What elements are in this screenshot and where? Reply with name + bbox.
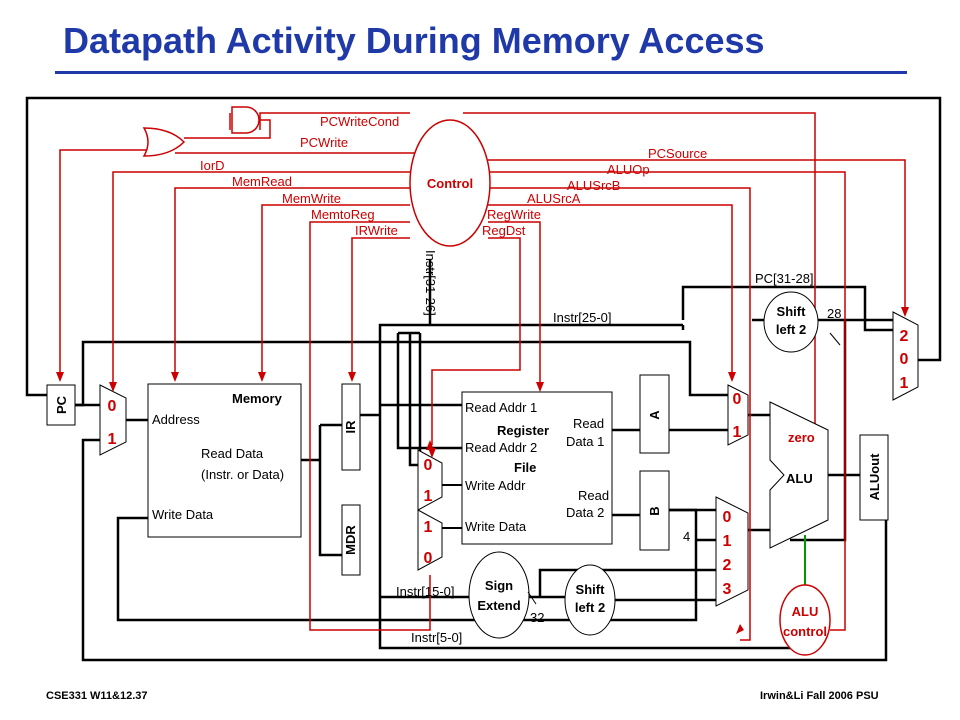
signal-pcwritecond: PCWriteCond [320,114,399,129]
pc-register [46,384,76,426]
mux-alusrca-0: 0 [733,391,742,408]
signal-memread: MemRead [232,174,292,189]
instr-25-0-label: Instr[25-0] [553,310,612,325]
mux-memtoreg-0: 0 [424,550,433,567]
regfile-read-data-1b: Data 1 [566,434,604,449]
mux-memtoreg [417,509,443,571]
regfile-read-data-2b: Data 2 [566,505,604,520]
const-4-label: 4 [683,529,690,544]
pc-label: PC [54,395,69,414]
signal-alusrcb: ALUSrcB [567,178,620,193]
signal-pcsource: PCSource [648,146,707,161]
mux-pcsource [892,311,919,401]
memory-address-port: Address [152,412,200,427]
mux-pcsource-0: 0 [900,351,909,368]
signal-regdst: RegDst [482,223,526,238]
mux-iord-0: 0 [108,398,117,415]
alu-control [779,584,831,656]
shift-top-label-2: left 2 [776,322,806,337]
alu-zero-flag: zero [788,430,815,445]
ir-label: IR [343,420,358,434]
mux-alusrcb-3: 3 [723,581,732,598]
mux-alusrcb-2: 2 [723,557,732,574]
b-register [639,470,670,551]
mux-alusrcb [715,496,749,607]
mdr-register [341,504,361,576]
control-unit [409,119,491,247]
mux-regdst [417,449,443,511]
mux-iord [99,384,127,456]
signal-irwrite: IRWrite [355,223,398,238]
mux-iord-1: 1 [108,431,117,448]
signal-alusrca: ALUSrcA [527,191,581,206]
alu-label: ALU [786,471,813,486]
pc-write-gates [142,106,271,157]
mux-pcsource-2: 2 [900,328,909,345]
mdr-label: MDR [343,525,358,555]
datapath-diagram: Control PCWriteCond PCWrite IorD MemRead… [25,96,942,662]
regfile-title-2: File [514,460,536,475]
signal-memwrite: MemWrite [282,191,341,206]
regfile-write-data: Write Data [465,519,527,534]
aluout-register [859,434,889,521]
control-label: Control [427,176,473,191]
alu-control-label-1: ALU [792,604,819,619]
width-28-label: 28 [827,306,841,321]
footer-left: CSE331 W11&12.37 [46,690,148,702]
memory-read-data-note: (Instr. or Data) [201,467,284,482]
memory-title: Memory [232,391,283,406]
arrowheads [56,307,909,634]
datapath-wires [25,96,942,662]
signal-regwrite: RegWrite [487,207,541,222]
signal-aluop: ALUOp [607,162,650,177]
signal-memtoreg: MemtoReg [311,207,375,222]
mux-alusrca-1: 1 [733,424,742,441]
regfile-title: Register [497,423,549,438]
pc-31-28-label: PC[31-28] [755,271,814,286]
regfile-read-data-2a: Read [578,488,609,503]
a-label: A [647,410,662,420]
memory-read-data-port: Read Data [201,446,264,461]
shift-bottom-label-2: left 2 [575,600,605,615]
mux-alusrcb-1: 1 [723,533,732,550]
mux-pcsource-1: 1 [900,375,909,392]
regfile-read-addr-1: Read Addr 1 [465,400,537,415]
ir-register [341,383,361,471]
title-rule [55,71,907,74]
instr-5-0-label: Instr[5-0] [411,630,462,645]
memory-write-data-port: Write Data [152,507,214,522]
mux-alusrca [727,384,749,446]
shift-left-2-bottom [564,564,616,636]
register-file [461,391,613,545]
shift-bottom-label-1: Shift [576,582,606,597]
sign-extend-label-1: Sign [485,578,513,593]
sign-extend-label-2: Extend [477,598,520,613]
alu [769,401,829,549]
aluout-label: ALUout [867,453,882,501]
b-label: B [647,506,662,515]
alu-control-label-2: control [783,624,827,639]
shift-top-label-1: Shift [777,304,807,319]
width-32-label: 32 [530,610,544,625]
footer-right: Irwin&Li Fall 2006 PSU [760,690,879,702]
shift-left-2-top [763,291,819,353]
signal-iord: IorD [200,158,225,173]
regfile-write-addr: Write Addr [465,478,526,493]
control-wires [59,112,906,641]
mux-regdst-1: 1 [424,488,433,505]
regfile-read-data-1a: Read [573,416,604,431]
instr-15-0-label: Instr[15-0] [396,584,455,599]
mux-memtoreg-1: 1 [424,519,433,536]
instr-31-26-label: Instr[31-26] [423,250,438,316]
memory-unit [147,383,302,538]
mux-regdst-0: 0 [424,457,433,474]
sign-extend [468,551,530,639]
control-signal-labels: PCWriteCond PCWrite IorD MemRead MemWrit… [200,114,707,238]
a-register [639,374,670,454]
signal-pcwrite: PCWrite [300,135,348,150]
regfile-read-addr-2: Read Addr 2 [465,440,537,455]
slide-title: Datapath Activity During Memory Access [63,20,765,61]
mux-alusrcb-0: 0 [723,509,732,526]
